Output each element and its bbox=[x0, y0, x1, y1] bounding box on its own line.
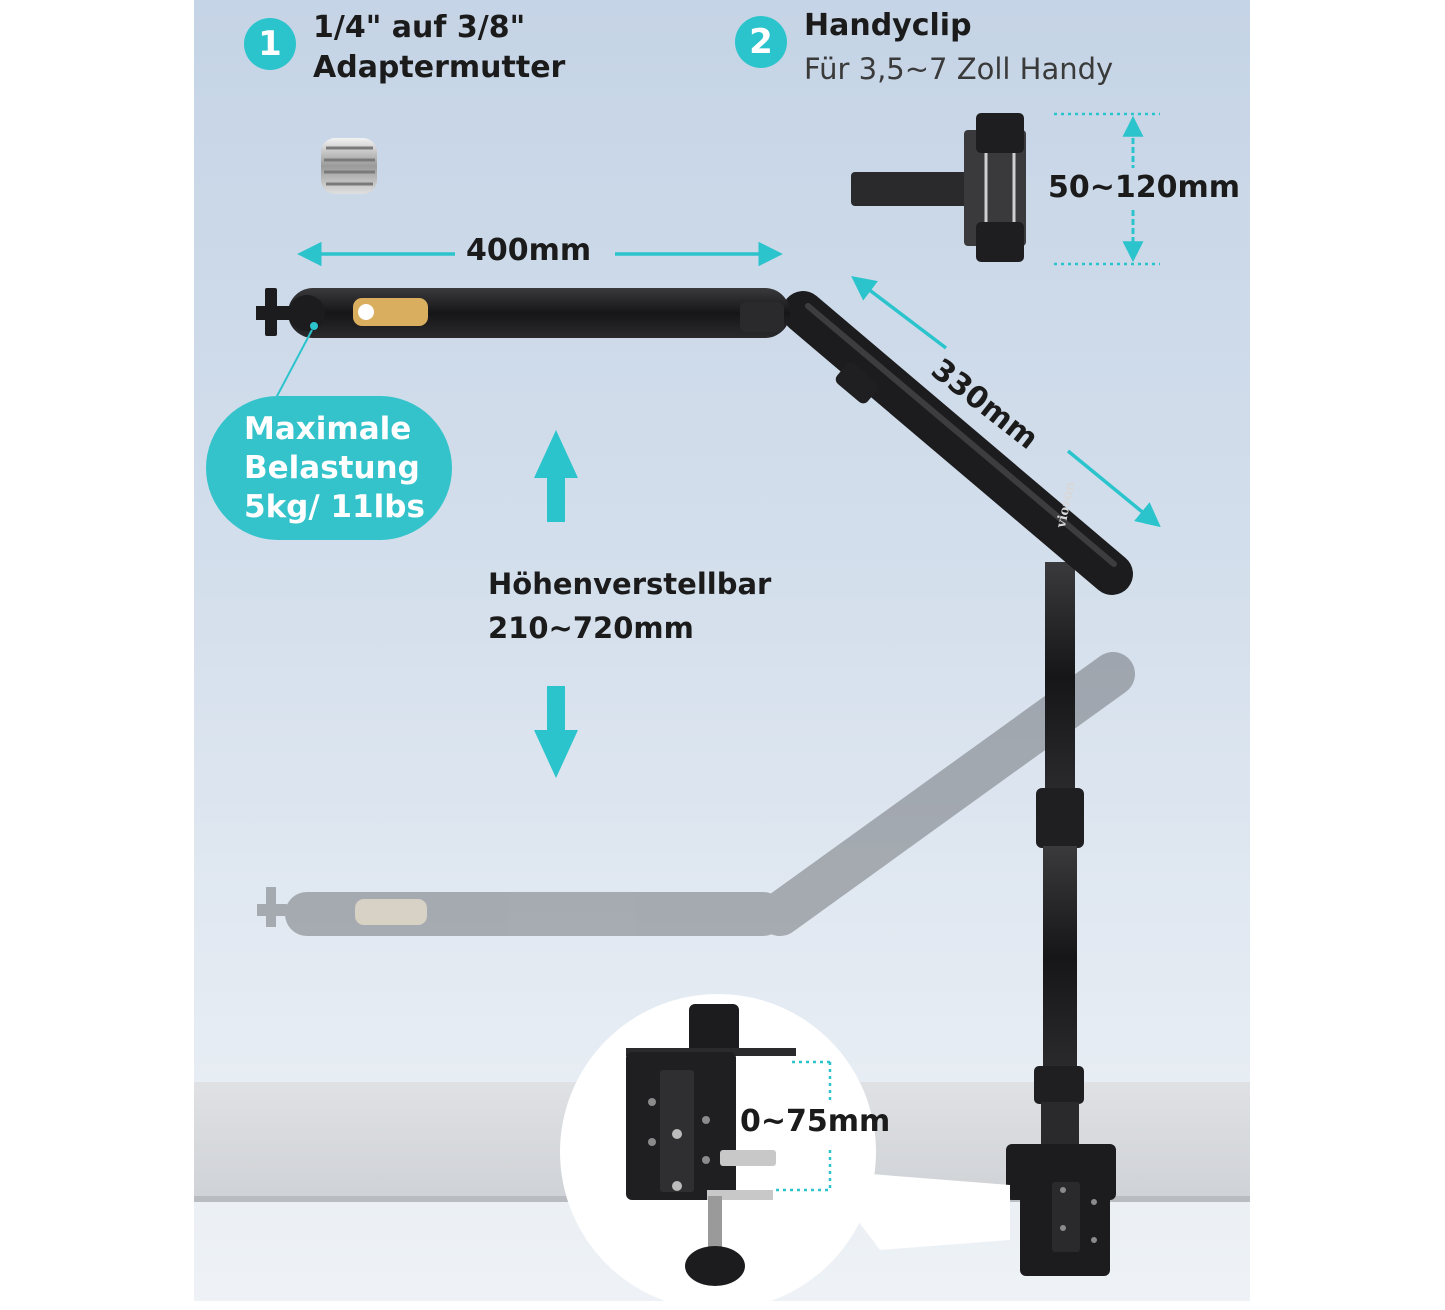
feature-1-title: 1/4" auf 3/8" Adaptermutter bbox=[313, 8, 565, 88]
upper-arm bbox=[256, 288, 1133, 595]
pole-joint bbox=[1034, 1066, 1084, 1104]
arm-length-label: 400mm bbox=[466, 233, 592, 268]
feature-2-badge: 2 bbox=[735, 16, 787, 68]
feature-1-title-line1: 1/4" auf 3/8" bbox=[313, 10, 526, 45]
feature-2-title: Handyclip bbox=[804, 8, 972, 43]
max-load-line1: Maximale bbox=[244, 411, 412, 447]
clamp-detail-icon bbox=[626, 1004, 796, 1286]
feature-2-subtitle: Für 3,5~7 Zoll Handy bbox=[804, 52, 1114, 86]
max-load-line3: 5kg/ 11lbs bbox=[244, 489, 425, 525]
pole-collar bbox=[1036, 788, 1084, 848]
phone-clip-icon bbox=[851, 113, 1026, 262]
feature-1-title-line2: Adaptermutter bbox=[313, 50, 566, 85]
pole-upper bbox=[1045, 562, 1075, 792]
height-adjust-title: Höhenverstellbar bbox=[488, 567, 772, 601]
base-clamp bbox=[1006, 1144, 1116, 1276]
pole-lower bbox=[1043, 846, 1077, 1068]
max-load-line2: Belastung bbox=[244, 450, 420, 486]
height-adjust-block: Höhenverstellbar 210~720mm bbox=[488, 562, 771, 650]
feature-1-badge: 1 bbox=[244, 18, 296, 70]
height-adjust-range: 210~720mm bbox=[488, 611, 694, 645]
warning-sticker bbox=[353, 298, 428, 326]
clamp-opening-label: 0~75mm bbox=[740, 1104, 891, 1139]
clip-height-label: 50~120mm bbox=[1048, 170, 1241, 205]
adapter-nut-icon bbox=[321, 138, 377, 194]
max-load-badge: Maximale Belastung 5kg/ 11lbs bbox=[206, 396, 452, 540]
